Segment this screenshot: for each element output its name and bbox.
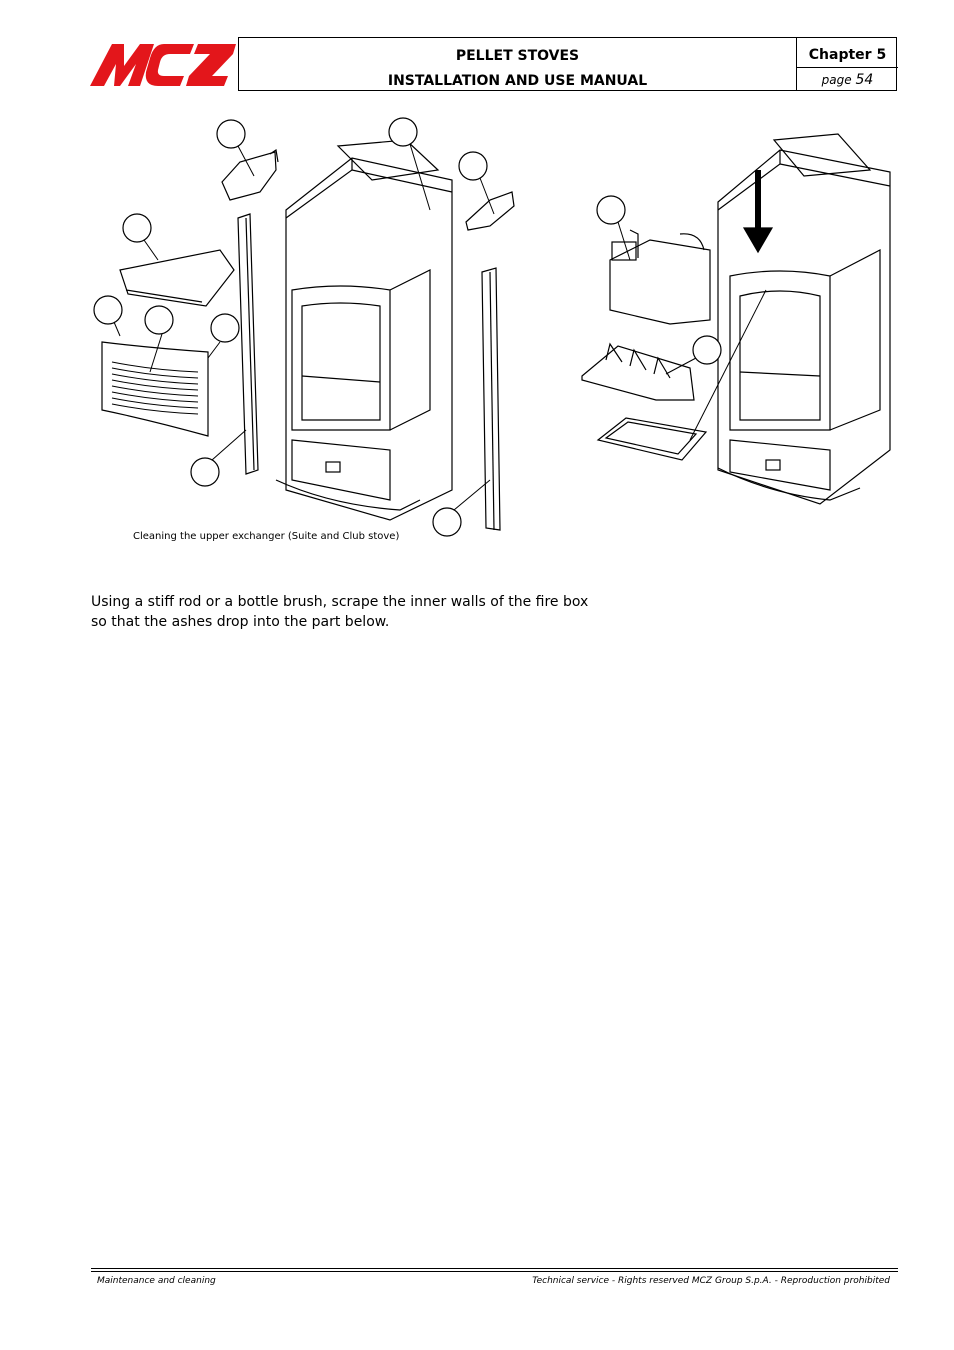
left-side-profile-part bbox=[237, 213, 259, 475]
baffle-part bbox=[581, 342, 695, 401]
header-divider bbox=[796, 38, 797, 90]
left-top-cover-part bbox=[221, 148, 279, 201]
footer-rule-top bbox=[91, 1268, 898, 1269]
footer-rule-bottom bbox=[91, 1271, 898, 1272]
right-side-profile-part bbox=[481, 267, 501, 531]
right-side-cover-part bbox=[465, 191, 515, 231]
gasket-part bbox=[596, 417, 708, 461]
page-number-value: 54 bbox=[855, 72, 874, 88]
header-title: PELLET STOVES bbox=[455, 48, 580, 64]
figure-caption: Cleaning the upper exchanger (Suite and … bbox=[133, 531, 400, 542]
body-line-1: Using a stiff rod or a bottle brush, scr… bbox=[91, 594, 589, 610]
header-subtitle: INSTALLATION AND USE MANUAL bbox=[387, 73, 648, 89]
leader-lines bbox=[113, 143, 767, 511]
stove-body-left bbox=[275, 139, 453, 521]
stove-body-right bbox=[717, 133, 891, 505]
body-line-2: so that the ashes drop into the part bel… bbox=[91, 614, 390, 630]
stove-diagram bbox=[90, 110, 900, 540]
page-number: page 54 bbox=[797, 72, 898, 88]
footer-section: Maintenance and cleaning bbox=[97, 1276, 216, 1286]
chapter-label: Chapter 5 bbox=[808, 47, 887, 63]
mcz-logo bbox=[90, 40, 236, 88]
top-plate-part bbox=[119, 249, 235, 307]
down-arrow bbox=[742, 170, 774, 254]
footer-copyright: Technical service - Rights reserved MCZ … bbox=[532, 1276, 890, 1286]
callout-circles bbox=[93, 117, 722, 537]
body-paragraph: Using a stiff rod or a bottle brush, scr… bbox=[91, 592, 631, 632]
front-grille-part bbox=[101, 341, 209, 437]
page-label: page bbox=[821, 73, 852, 87]
header-divider-horizontal bbox=[796, 67, 898, 68]
header-box: PELLET STOVES INSTALLATION AND USE MANUA… bbox=[238, 37, 898, 91]
